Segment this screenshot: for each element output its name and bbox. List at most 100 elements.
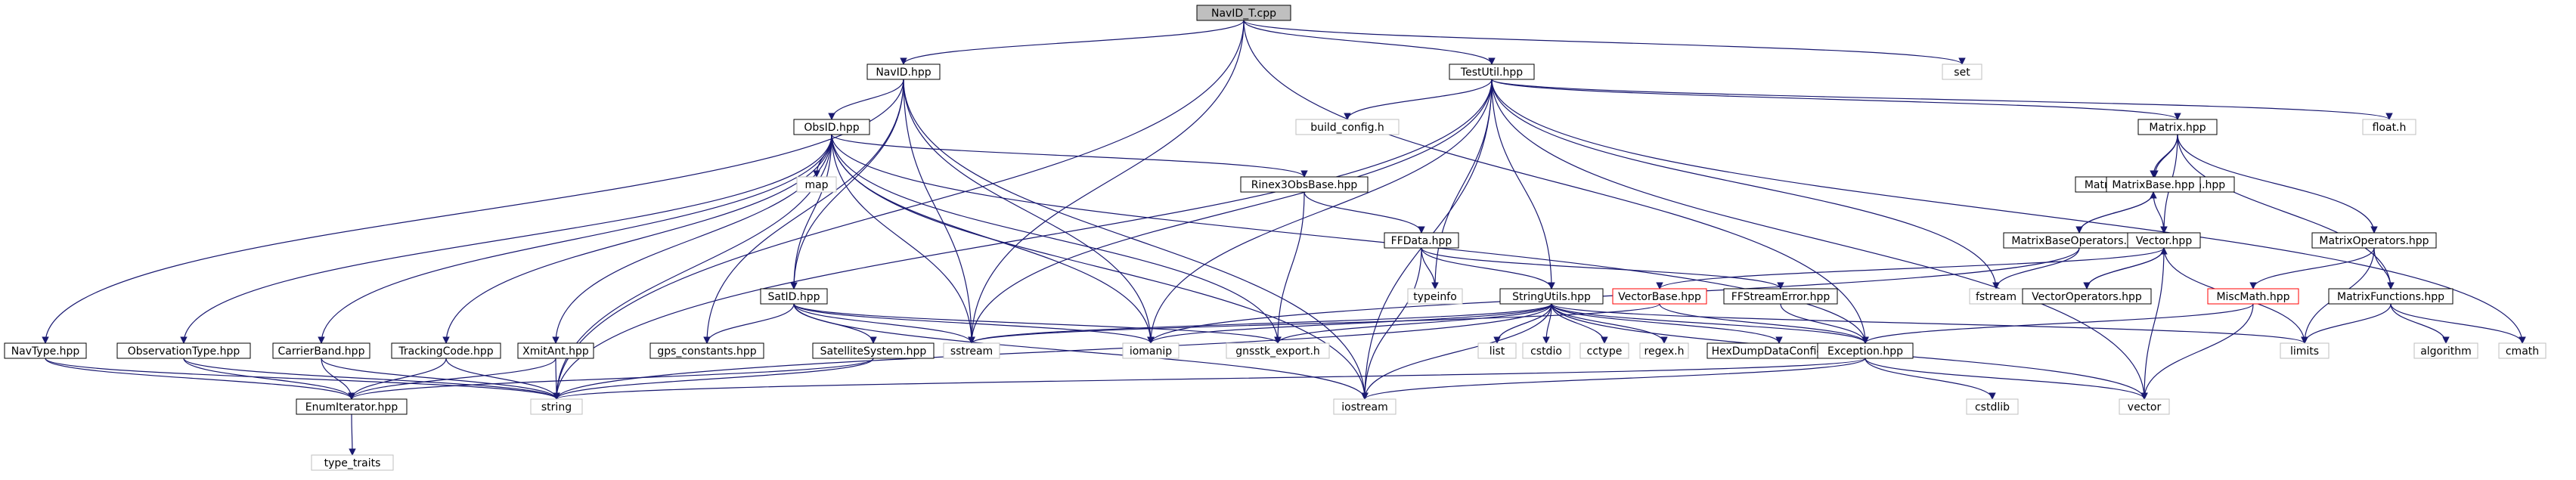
- node-ffstreamerror_hpp[interactable]: FFStreamError.hpp: [1723, 288, 1838, 305]
- node-box-build_config_h: [1295, 119, 1400, 135]
- edge-matrixbase_hpp-to-vector_hpp: [2153, 191, 2168, 234]
- node-cstdio: cstdio: [1522, 342, 1570, 359]
- edge-rinex3obsbase_hpp-to-ffdata_hpp: [1303, 191, 1425, 234]
- node-gps_constants_hpp[interactable]: gps_constants.hpp: [649, 342, 764, 359]
- node-matrixbase_hpp[interactable]: MatrixBase.hpp: [2106, 176, 2201, 193]
- edge-testutil_hpp-to-vector: [1491, 79, 2148, 400]
- node-hexdumpdataconfig_hpp[interactable]: HexDumpDataConfig.hpp: [1706, 342, 1852, 359]
- edge-vectorbase_hpp-to-sstream: [968, 303, 1660, 344]
- node-list: list: [1477, 342, 1517, 359]
- edge-stringutils_hpp-to-limits: [1551, 303, 2308, 344]
- node-box-exception_hpp: [1817, 342, 1914, 359]
- node-label-algorithm: algorithm: [2420, 345, 2472, 358]
- node-label-type_traits: type_traits: [324, 457, 381, 469]
- node-label-vector_hpp: Vector.hpp: [2136, 235, 2193, 247]
- edge-navid_t_cpp-to-exception_hpp: [1243, 20, 1869, 344]
- node-limits: limits: [2280, 342, 2330, 359]
- node-algorithm: algorithm: [2413, 342, 2478, 359]
- node-satid_hpp[interactable]: SatID.hpp: [760, 288, 828, 305]
- node-carrierband_hpp[interactable]: CarrierBand.hpp: [272, 342, 370, 359]
- edge-obsid_hpp-to-xmitant_hpp: [552, 134, 832, 344]
- node-matrixfunctions_hpp[interactable]: MatrixFunctions.hpp: [2328, 288, 2454, 305]
- node-matrix_hpp[interactable]: Matrix.hpp: [2137, 119, 2218, 135]
- node-stringutils_hpp[interactable]: StringUtils.hpp: [1499, 288, 1604, 305]
- node-testutil_hpp[interactable]: TestUtil.hpp: [1449, 63, 1535, 80]
- edge-navid_hpp-to-sstream: [903, 79, 975, 344]
- node-trackingcode_hpp[interactable]: TrackingCode.hpp: [391, 342, 501, 359]
- node-type_traits: type_traits: [311, 454, 394, 471]
- node-exception_hpp[interactable]: Exception.hpp: [1817, 342, 1914, 359]
- node-gnsstk_export_h: gnsstk_export.h: [1226, 342, 1330, 359]
- node-observationtype_hpp[interactable]: ObservationType.hpp: [116, 342, 251, 359]
- edge-stringutils_hpp-to-cctype: [1551, 303, 1608, 344]
- edge-obsid_hpp-to-rinex3obsbase_hpp: [831, 134, 1308, 178]
- node-box-vector_hpp: [2127, 232, 2201, 249]
- node-navid_t_cpp[interactable]: NavID_T.cpp: [1196, 5, 1291, 21]
- node-label-map: map: [804, 179, 828, 191]
- node-box-iostream: [1333, 398, 1396, 415]
- node-navid_hpp[interactable]: NavID.hpp: [866, 63, 941, 80]
- node-label-hexdumpdataconfig_hpp: HexDumpDataConfig.hpp: [1712, 345, 1847, 358]
- edge-vectoroperators_hpp-to-vector_hpp: [2086, 247, 2168, 290]
- node-label-testutil_hpp: TestUtil.hpp: [1460, 67, 1523, 79]
- edge-rinex3obsbase_hpp-to-gnsstk_export_h: [1274, 191, 1305, 344]
- node-matrixoperators_hpp[interactable]: MatrixOperators.hpp: [2311, 232, 2437, 249]
- node-satellitesystem_hpp[interactable]: SatelliteSystem.hpp: [812, 342, 935, 359]
- node-navtype_hpp[interactable]: NavType.hpp: [4, 342, 87, 359]
- edge-observationtype_hpp-to-enumiterator_hpp: [183, 358, 355, 400]
- edge-testutil_hpp-to-float_h: [1491, 79, 2393, 120]
- edge-stringutils_hpp-to-iostream: [1361, 303, 1552, 400]
- node-map: map: [796, 176, 837, 193]
- node-box-gnsstk_export_h: [1226, 342, 1330, 359]
- edge-stringutils_hpp-to-sstream: [968, 303, 1552, 344]
- edge-navtype_hpp-to-string: [45, 358, 560, 400]
- node-vectorbase_hpp[interactable]: VectorBase.hpp: [1612, 288, 1707, 305]
- node-box-type_traits: [311, 454, 394, 471]
- edge-matrixfunctions_hpp-to-algorithm: [2390, 303, 2450, 344]
- edge-ffdata_hpp-to-iostream: [1361, 247, 1422, 400]
- node-box-iomanip: [1122, 342, 1180, 359]
- node-vector_hpp[interactable]: Vector.hpp: [2127, 232, 2201, 249]
- edge-stringutils_hpp-to-gnsstk_export_h: [1274, 303, 1552, 344]
- node-box-algorithm: [2413, 342, 2478, 359]
- edge-navid_t_cpp-to-sstream: [968, 20, 1245, 344]
- node-box-vectoroperators_hpp: [2022, 288, 2152, 305]
- node-label-miscmath_hpp: MiscMath.hpp: [2216, 291, 2289, 303]
- node-ffdata_hpp[interactable]: FFData.hpp: [1384, 232, 1459, 249]
- node-xmitant_hpp[interactable]: XmitAnt.hpp: [517, 342, 594, 359]
- node-box-testutil_hpp: [1449, 63, 1535, 80]
- node-set: set: [1942, 63, 1982, 80]
- edge-vector_hpp-to-vectorbase_hpp: [1656, 247, 2165, 290]
- node-label-limits: limits: [2290, 345, 2319, 358]
- node-vectoroperators_hpp[interactable]: VectorOperators.hpp: [2022, 288, 2152, 305]
- node-rinex3obsbase_hpp[interactable]: Rinex3ObsBase.hpp: [1240, 176, 1369, 193]
- edge-obsid_hpp-to-trackingcode_hpp: [442, 134, 832, 344]
- node-miscmath_hpp[interactable]: MiscMath.hpp: [2207, 288, 2299, 305]
- edge-matrixfunctions_hpp-to-cmath: [2390, 303, 2526, 344]
- node-box-ffstreamerror_hpp: [1723, 288, 1838, 305]
- edge-navid_hpp-to-satid_hpp: [790, 79, 904, 290]
- node-box-cstdio: [1522, 342, 1570, 359]
- node-box-vectorbase_hpp: [1612, 288, 1707, 305]
- node-obsid_hpp[interactable]: ObsID.hpp: [793, 119, 870, 135]
- node-box-typeinfo: [1407, 288, 1463, 305]
- node-enumiterator_hpp[interactable]: EnumIterator.hpp: [296, 398, 408, 415]
- edge-stringutils_hpp-to-exception_hpp: [1551, 303, 1869, 344]
- node-label-rinex3obsbase_hpp: Rinex3ObsBase.hpp: [1251, 179, 1358, 191]
- node-box-matrixoperators_hpp: [2311, 232, 2437, 249]
- node-label-exception_hpp: Exception.hpp: [1827, 345, 1903, 358]
- node-label-satellitesystem_hpp: SatelliteSystem.hpp: [820, 345, 927, 358]
- node-float_h: float.h: [2362, 119, 2416, 135]
- node-build_config_h: build_config.h: [1295, 119, 1400, 135]
- edge-satid_hpp-to-gnsstk_export_h: [793, 303, 1282, 344]
- node-matrixbaseoperators_hpp[interactable]: MatrixBaseOperators.hpp: [2003, 232, 2156, 249]
- edge-testutil_hpp-to-cmath: [1491, 79, 2526, 344]
- edge-ffdata_hpp-to-stringutils_hpp: [1421, 247, 1555, 290]
- node-cmath: cmath: [2498, 342, 2547, 359]
- node-box-obsid_hpp: [793, 119, 870, 135]
- node-label-enumiterator_hpp: EnumIterator.hpp: [305, 401, 398, 413]
- edge-navid_t_cpp-to-string: [553, 20, 1245, 400]
- edge-stringutils_hpp-to-hexdumpdataconfig_hpp: [1551, 303, 1783, 344]
- node-box-set: [1942, 63, 1982, 80]
- node-label-build_config_h: build_config.h: [1310, 122, 1384, 134]
